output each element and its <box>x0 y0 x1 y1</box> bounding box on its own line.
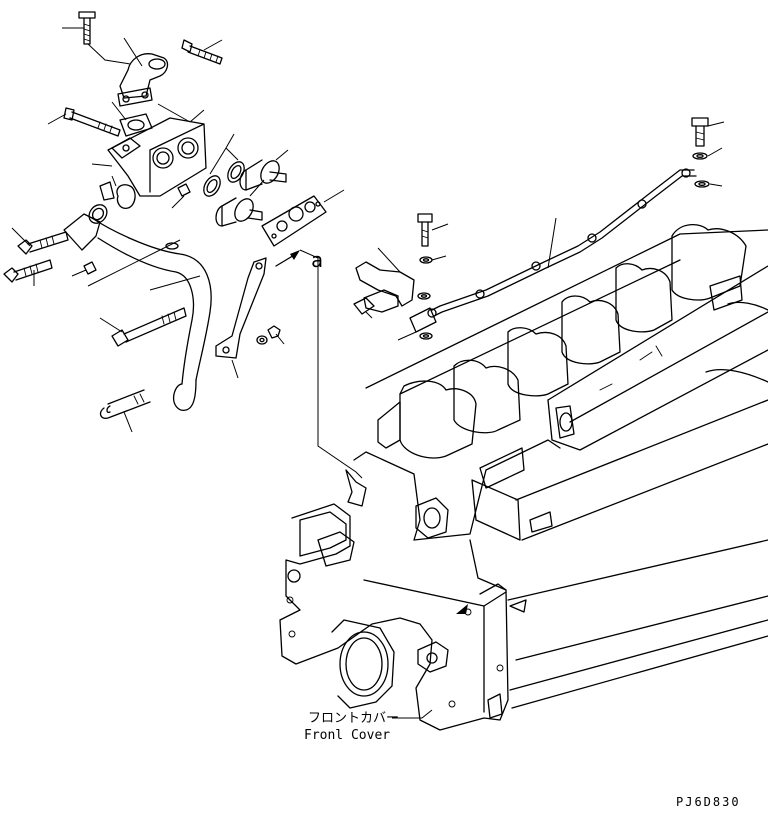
callout-letter: a <box>311 248 323 272</box>
gasket-pair <box>203 161 245 197</box>
leader-clip-nut <box>71 269 87 277</box>
leader-washer-nut <box>275 333 285 345</box>
bolt-top <box>78 11 96 45</box>
water-outlet-elbow <box>117 53 169 107</box>
thermostat-housing <box>99 117 207 209</box>
drawing-code: PJ6D830 <box>676 795 741 809</box>
leader-housing <box>157 103 205 123</box>
leader-clip <box>377 247 401 273</box>
leader-front-cover <box>392 709 433 719</box>
bolt-left-long <box>63 107 121 137</box>
washers-right <box>692 152 710 188</box>
housing-gasket <box>261 195 327 247</box>
leader-housing-3 <box>111 175 117 187</box>
leader-oil-tube <box>547 217 557 269</box>
leader-seals <box>209 133 239 175</box>
arrow-a <box>275 249 363 479</box>
leader-thermostat-2 <box>249 179 265 197</box>
leader-washer-mid <box>431 255 447 261</box>
leader-bolt-long-middle <box>99 317 123 333</box>
leader-housing-gasket <box>323 189 345 203</box>
bracket <box>215 257 267 359</box>
leader-hose-top <box>87 239 181 287</box>
clip-nut <box>83 261 97 275</box>
engine-block <box>279 224 768 731</box>
hose-tube <box>63 204 212 411</box>
bolt-long-middle <box>111 307 187 347</box>
leader-thermostat-1 <box>275 149 289 161</box>
leader-bolt-right-top <box>707 121 725 127</box>
leader-bolt-left <box>47 113 67 125</box>
small-plug <box>177 183 191 197</box>
gasket-upper <box>119 113 153 137</box>
leader-plug <box>171 195 185 209</box>
oil-tube <box>427 168 697 318</box>
leader-elbow-2 <box>123 37 143 67</box>
washer-mid <box>419 256 433 264</box>
leader-clip-bolt <box>365 311 373 319</box>
washer-lower <box>409 292 437 340</box>
front-cover-label-jp: フロントカバー <box>308 711 399 726</box>
bolt-upper-right <box>181 39 223 65</box>
leader-washer-right-2 <box>709 183 723 187</box>
leader-bolt-hose-left <box>11 227 31 247</box>
leader-elbow <box>87 43 131 65</box>
leader-gasket <box>111 101 127 121</box>
leader-hose <box>149 275 201 291</box>
leader-bolt-upper-right <box>203 39 223 51</box>
leader-bracket <box>231 359 239 379</box>
leader-washer-right-1 <box>707 147 723 157</box>
bolt-hose-left <box>17 231 69 255</box>
bolt-hose-left-2 <box>3 259 53 283</box>
leader-bolt-right-mid <box>431 223 449 231</box>
leader-u-bolt <box>123 411 133 433</box>
thermostat-1 <box>239 159 287 191</box>
bolt-right-top <box>691 117 709 147</box>
front-cover-label-en: Fronl Cover <box>304 728 390 743</box>
leader-washer-lower <box>397 331 417 341</box>
bolt-right-mid <box>417 213 433 247</box>
thermostat-2 <box>215 197 263 227</box>
leader-housing-2 <box>91 163 113 167</box>
u-bolt <box>99 389 151 419</box>
front-cover-label: フロントカバー Fronl Cover <box>304 711 399 743</box>
washer-nut <box>256 325 281 345</box>
clip-bracket <box>353 261 415 315</box>
